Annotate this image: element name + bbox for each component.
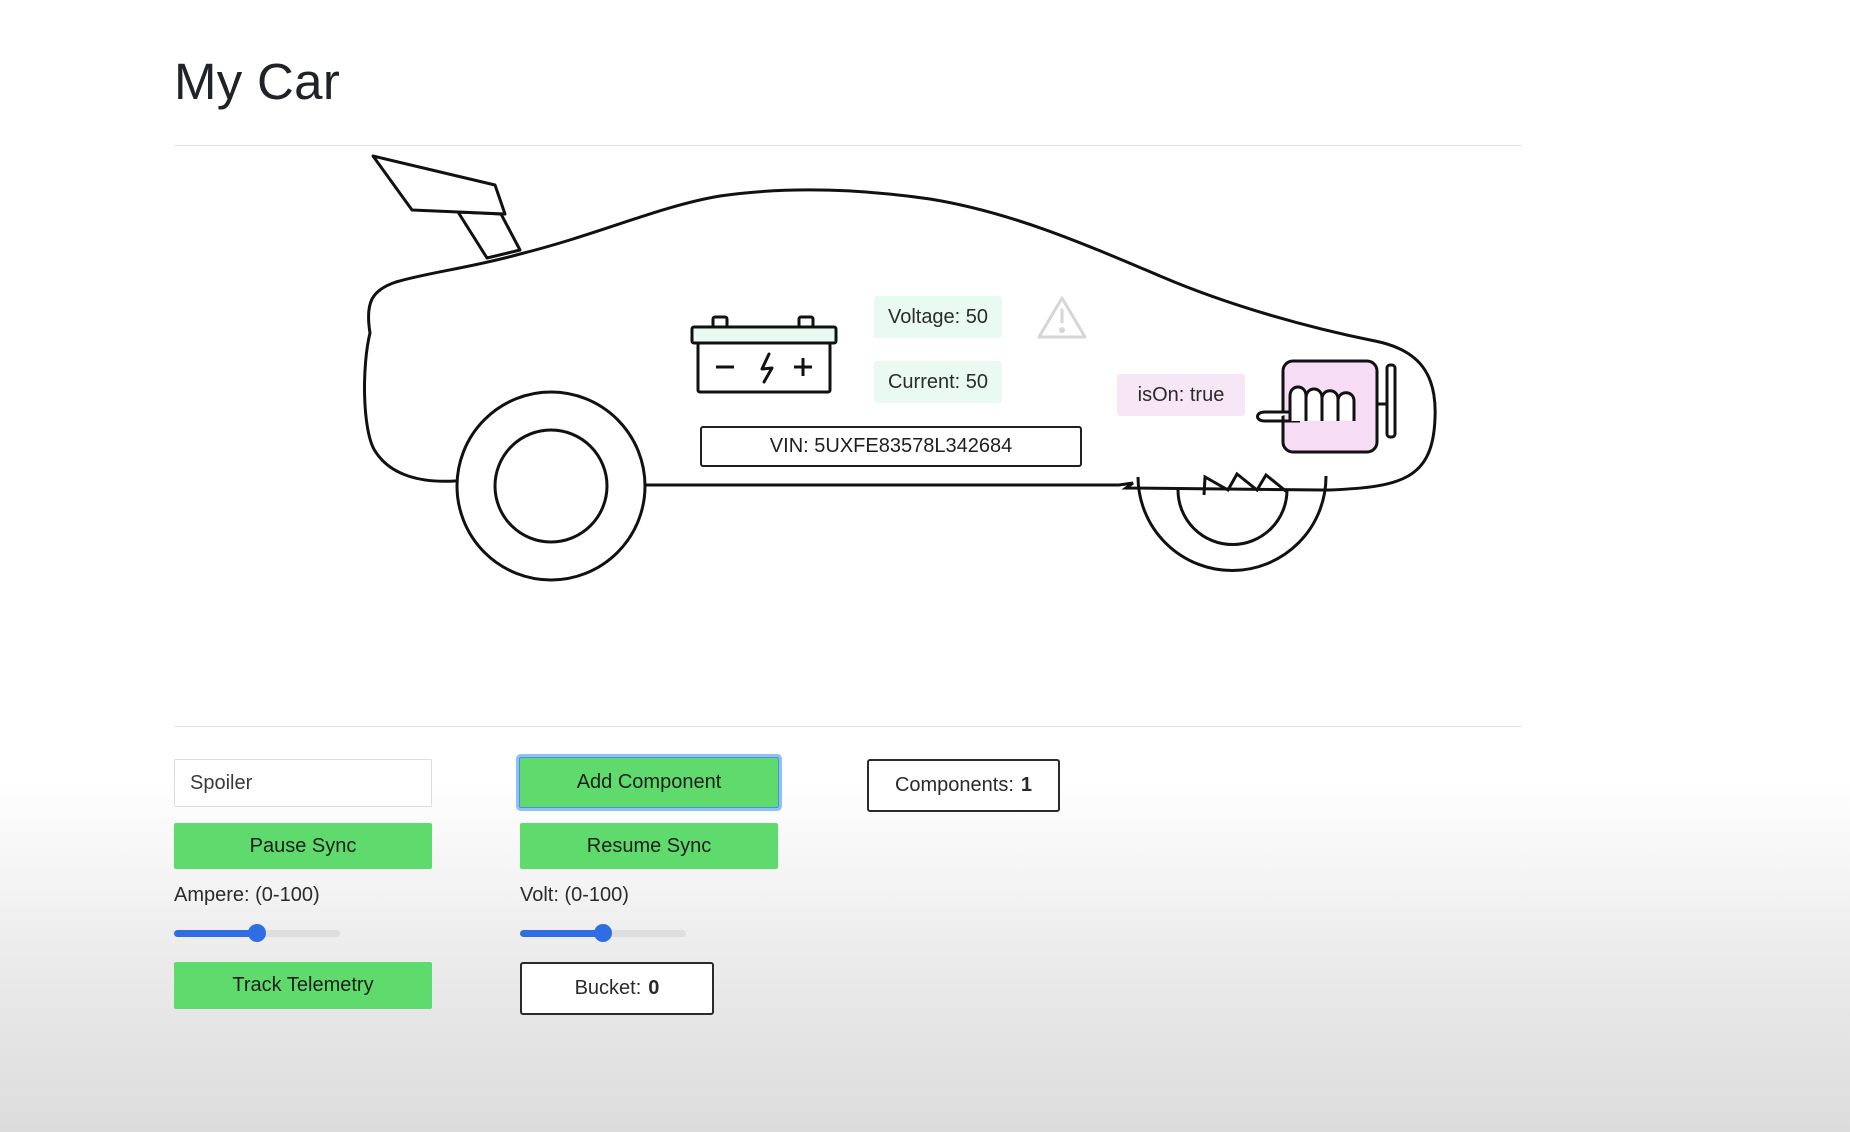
ampere-slider-thumb[interactable] xyxy=(248,924,266,942)
component-input[interactable] xyxy=(174,759,432,807)
volt-slider-thumb[interactable] xyxy=(594,924,612,942)
warning-icon xyxy=(1037,296,1087,339)
battery-icon xyxy=(690,315,838,394)
car-body xyxy=(363,188,1437,492)
car-illustration xyxy=(363,154,1437,582)
volt-label: Volt: (0-100) xyxy=(520,884,629,906)
vin-display: VIN: 5UXFE83578L342684 xyxy=(700,426,1082,467)
ampere-label: Ampere: (0-100) xyxy=(174,884,320,906)
bucket-label: Bucket: xyxy=(574,977,642,999)
volt-slider-fill xyxy=(520,930,603,937)
components-label: Components: xyxy=(894,774,1014,796)
is-on-badge: isOn: true xyxy=(1117,374,1245,416)
ampere-slider[interactable] xyxy=(174,923,340,943)
bucket-count: 0 xyxy=(648,977,660,999)
top-divider xyxy=(174,145,1522,146)
ampere-slider-fill xyxy=(174,930,257,937)
pause-sync-button[interactable]: Pause Sync xyxy=(174,823,432,869)
rear-wheel xyxy=(1136,471,1328,572)
engine-icon xyxy=(1256,359,1397,454)
add-component-button[interactable]: Add Component xyxy=(519,757,779,808)
components-count: 1 xyxy=(1020,774,1033,796)
current-badge: Current: 50 xyxy=(874,361,1002,403)
bottom-divider xyxy=(174,726,1522,727)
bucket-counter: Bucket: 0 xyxy=(520,962,714,1015)
page-title: My Car xyxy=(174,53,341,110)
voltage-badge: Voltage: 50 xyxy=(874,296,1002,338)
track-telemetry-button[interactable]: Track Telemetry xyxy=(174,962,432,1009)
components-counter: Components: 1 xyxy=(867,759,1060,812)
wheel-icon xyxy=(455,390,647,582)
volt-slider[interactable] xyxy=(520,923,686,943)
resume-sync-button[interactable]: Resume Sync xyxy=(520,823,778,869)
spoiler-icon xyxy=(371,154,522,260)
